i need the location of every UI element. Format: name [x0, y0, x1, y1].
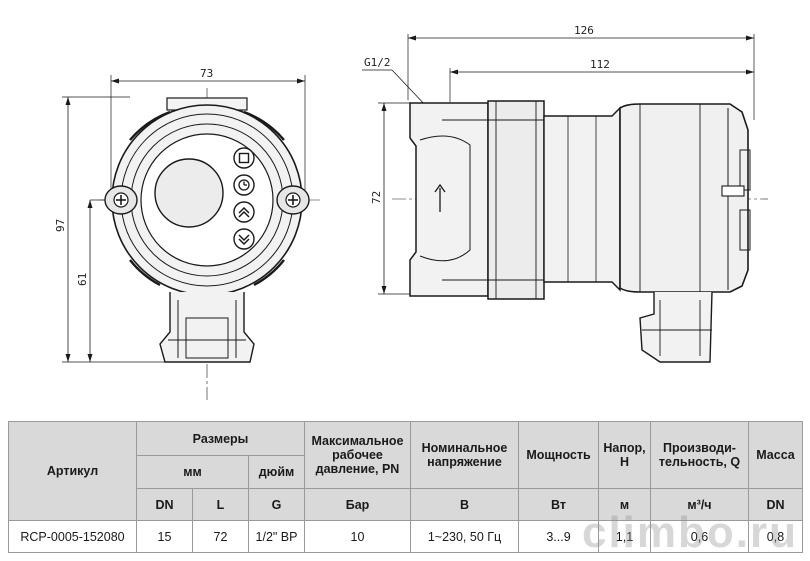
front-view	[62, 75, 320, 400]
cell-dn: 15	[136, 520, 193, 553]
header-voltage: Номинальное напряжение	[410, 421, 519, 489]
dim-overall-length-label: 126	[574, 24, 594, 37]
unit-pressure: Бар	[304, 488, 411, 521]
cell-mass: 0,8	[748, 520, 803, 553]
cell-power: 3...9	[518, 520, 599, 553]
dim-height-label: 97	[54, 219, 67, 232]
unit-power: Вт	[518, 488, 599, 521]
side-view	[362, 34, 768, 363]
unit-head: м	[598, 488, 651, 521]
cell-l: 72	[192, 520, 249, 553]
dim-inlet-height-label: 72	[370, 191, 383, 204]
header-mm: мм	[136, 455, 249, 489]
header-power: Мощность	[518, 421, 599, 489]
header-flow: Производи-тельность, Q	[650, 421, 749, 489]
technical-drawing: 73 97 61 126 112 72 G1/2	[54, 24, 768, 400]
unit-dn: DN	[136, 488, 193, 521]
unit-voltage: В	[410, 488, 519, 521]
dim-axis-height-label: 61	[76, 273, 89, 286]
table-row: RCP-0005-152080 15 72 1/2" ВР 10 1~230, …	[8, 520, 803, 553]
header-head: Напор, Н	[598, 421, 651, 489]
spec-table: Артикул Размеры Максимальное рабочее дав…	[8, 421, 803, 553]
dim-width-label: 73	[200, 67, 213, 80]
header-inch: дюйм	[248, 455, 305, 489]
unit-mass: DN	[748, 488, 803, 521]
cell-head: 1,1	[598, 520, 651, 553]
header-article: Артикул	[8, 421, 137, 521]
header-mass: Масса	[748, 421, 803, 489]
cell-pressure: 10	[304, 520, 411, 553]
unit-l: L	[192, 488, 249, 521]
cell-article: RCP-0005-152080	[8, 520, 137, 553]
dim-body-length-label: 112	[590, 58, 610, 71]
unit-flow: м³/ч	[650, 488, 749, 521]
unit-g: G	[248, 488, 305, 521]
cell-g: 1/2" ВР	[248, 520, 305, 553]
thread-label: G1/2	[364, 56, 391, 69]
cell-flow: 0,6	[650, 520, 749, 553]
header-dimensions: Размеры	[136, 421, 305, 456]
cell-voltage: 1~230, 50 Гц	[410, 520, 519, 553]
header-pressure: Максимальное рабочее давление, PN	[304, 421, 411, 489]
